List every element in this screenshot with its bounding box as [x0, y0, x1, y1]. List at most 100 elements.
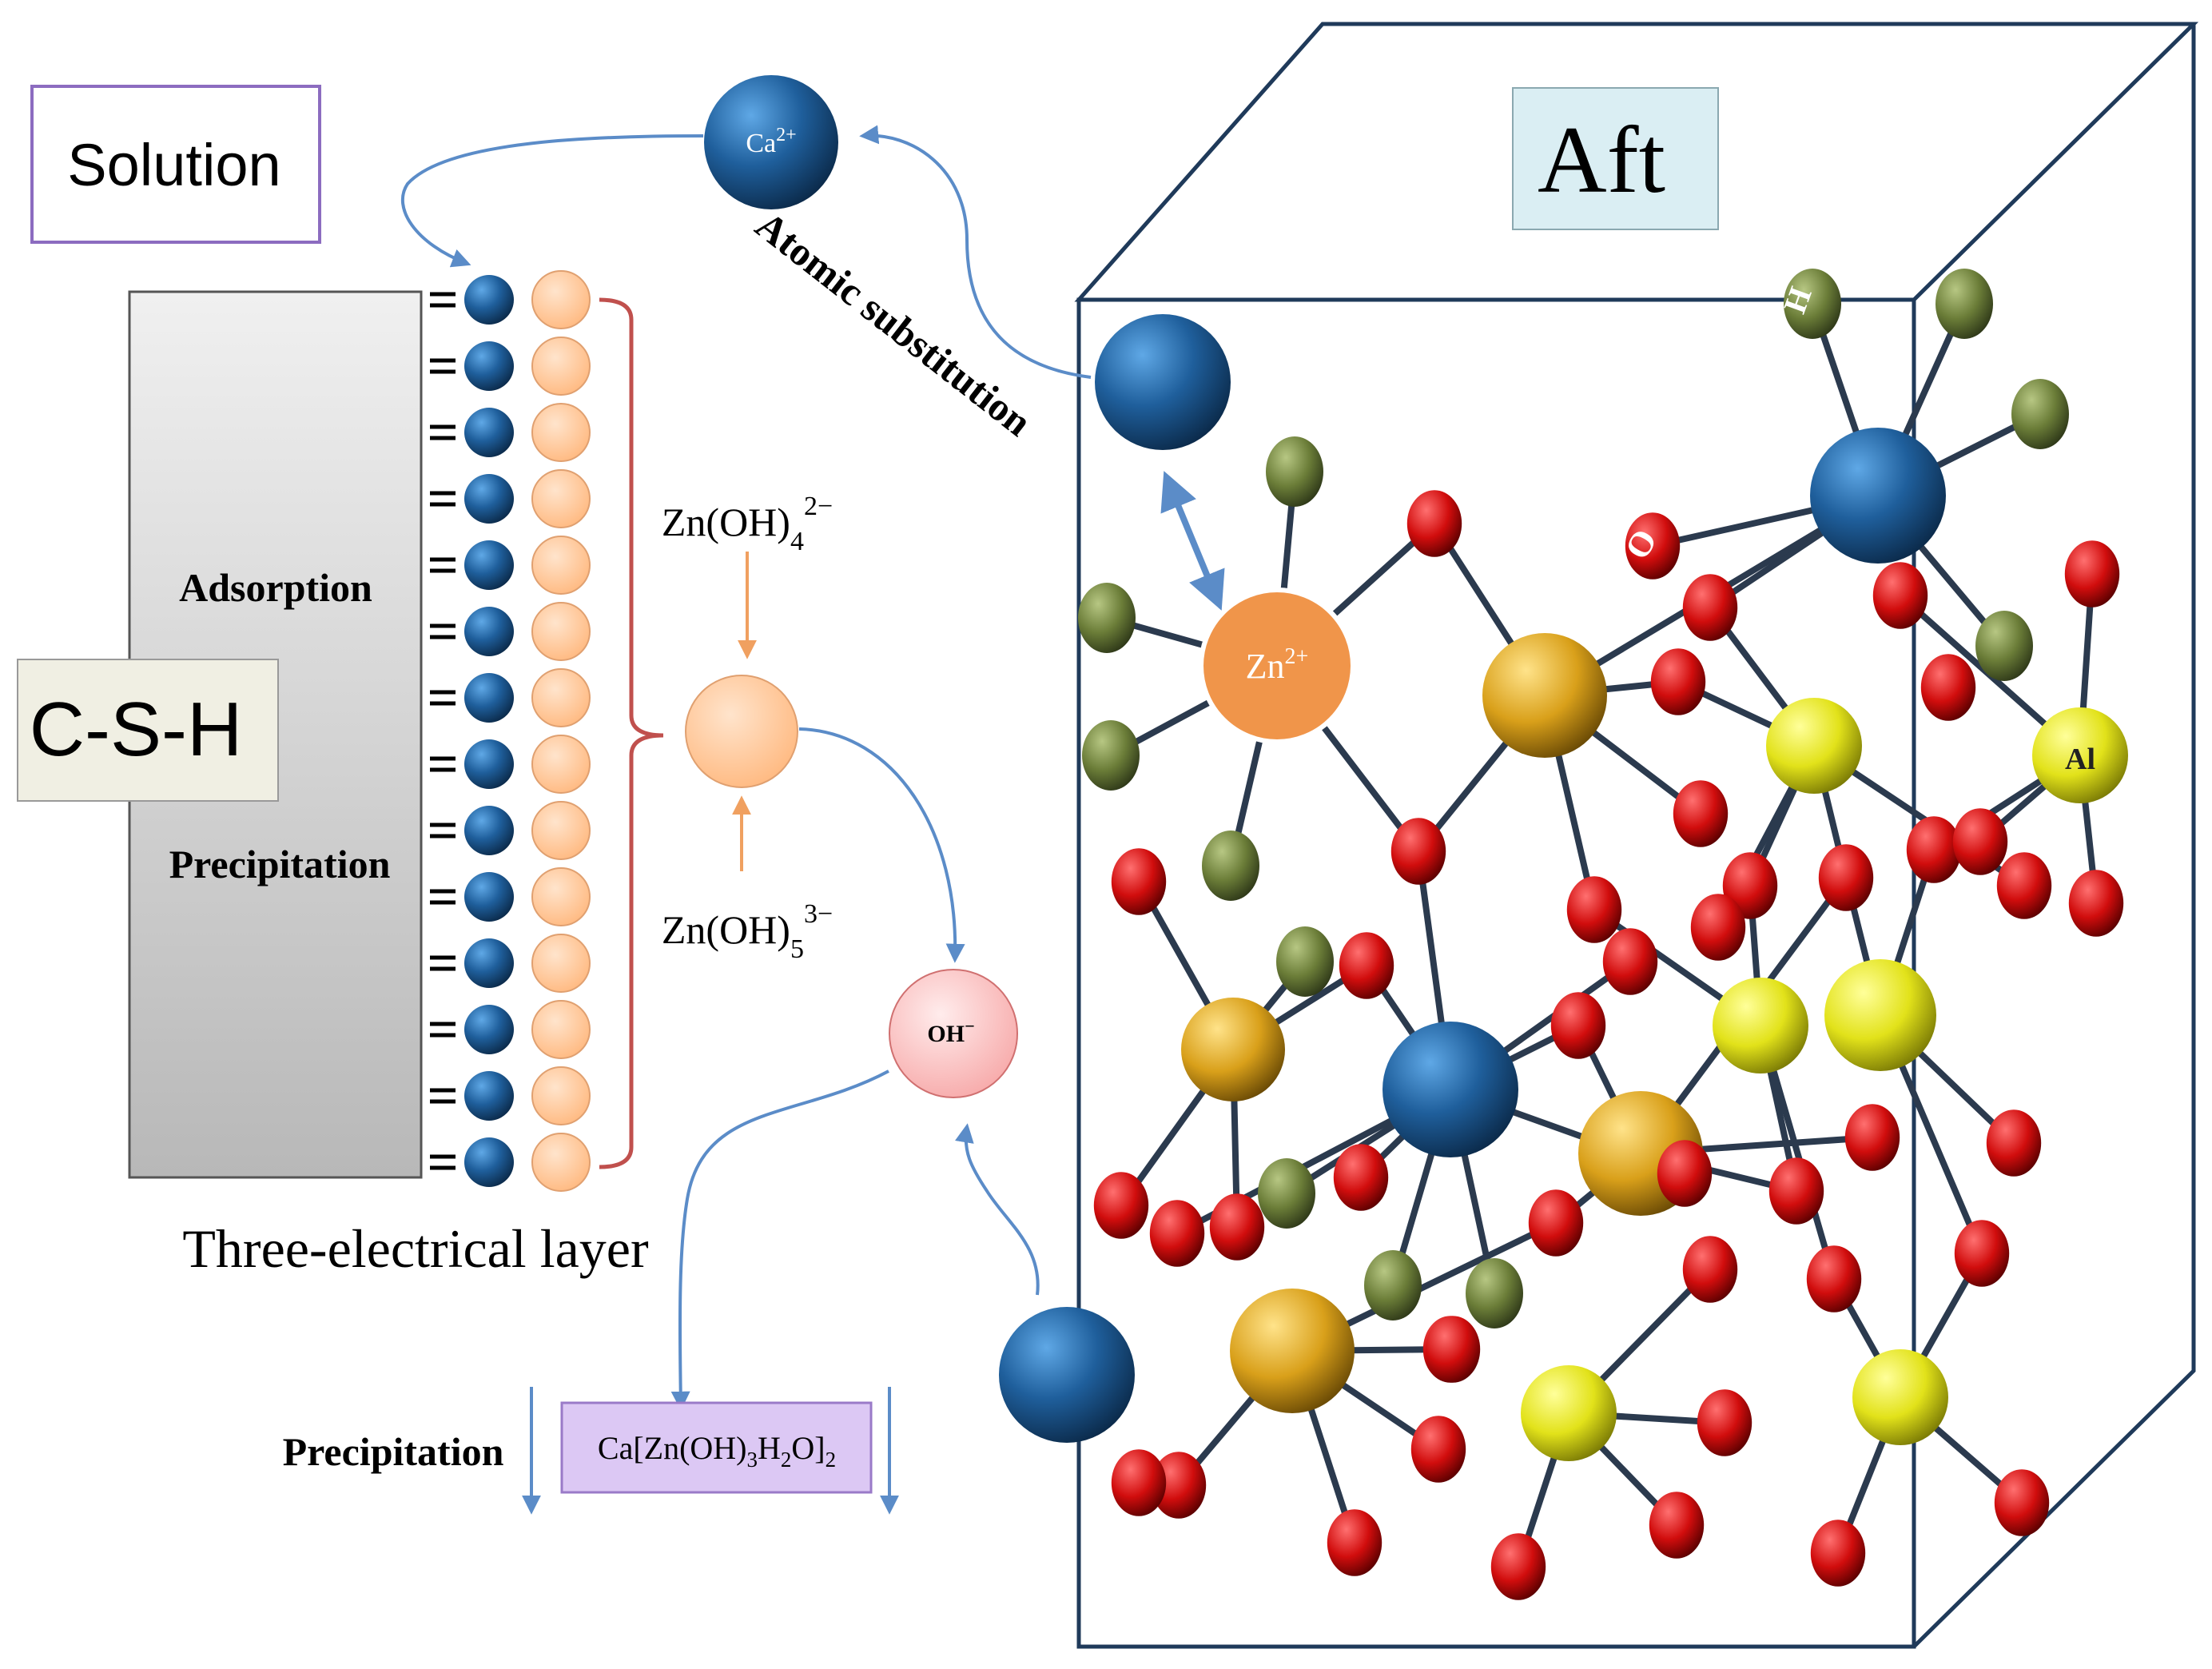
o-atom — [1673, 780, 1729, 847]
o-atom — [1986, 1109, 2042, 1177]
zn-layer-ion — [531, 270, 591, 329]
al-atom — [1766, 698, 1862, 794]
o-atom — [1149, 1200, 1205, 1267]
o-atom — [1810, 1520, 1866, 1587]
product-formula: Ca[Zn(OH)3H2O]2 — [598, 1430, 836, 1472]
h-atom — [1202, 831, 1259, 901]
aft-label: Aft — [1512, 87, 1719, 230]
ca-layer-ion — [464, 408, 514, 457]
ca-layer-ion — [464, 341, 514, 391]
o-atom — [1339, 932, 1394, 999]
zn-oh4-label: Zn(OH)42− — [662, 492, 833, 556]
ca-ion — [704, 75, 838, 209]
o-atom — [1682, 1236, 1738, 1303]
h-atom — [1364, 1250, 1422, 1320]
o-atom — [1690, 894, 1746, 961]
o-atom — [1566, 876, 1622, 943]
ca-layer-ion — [464, 1137, 514, 1187]
csh-label: C-S-H — [17, 659, 279, 802]
h-atom — [1078, 583, 1136, 653]
oh-ion — [889, 969, 1018, 1098]
o-atom — [1528, 1189, 1584, 1257]
o-atom — [1768, 1157, 1824, 1225]
al-atom — [2032, 707, 2128, 803]
o-atom — [1952, 808, 2008, 875]
ca-atom — [999, 1307, 1135, 1443]
o-atom — [1111, 848, 1167, 915]
h-atom — [1975, 611, 2033, 681]
three-layer-label: Three-electrical layer — [182, 1218, 649, 1279]
h-atom — [1784, 269, 1841, 339]
o-atom — [1697, 1389, 1752, 1456]
o-atom — [1994, 1469, 2050, 1536]
o-atom — [1602, 928, 1658, 995]
h-atom — [1466, 1258, 1523, 1328]
o-atom — [1872, 562, 1928, 629]
product-box — [560, 1401, 873, 1494]
svg-text:Solution: Solution — [67, 132, 280, 198]
s-atom — [1181, 998, 1285, 1101]
h-atom — [1936, 269, 1993, 339]
solution-label: Solution — [30, 85, 321, 244]
zn-layer-ion — [531, 1133, 591, 1192]
oh-label: OH− — [927, 1016, 974, 1047]
o-atom — [1625, 512, 1681, 580]
o-atom — [1327, 1509, 1382, 1576]
ca-layer-ion — [464, 1005, 514, 1054]
h-atom — [1258, 1158, 1315, 1229]
adsorption-label: Adsorption — [179, 565, 372, 610]
o-atom — [1410, 1416, 1466, 1483]
o-atom — [1996, 852, 2052, 919]
o-atom — [2064, 540, 2120, 607]
o-atom — [1818, 844, 1874, 911]
h-atom — [1276, 926, 1334, 997]
o-atom — [1111, 1449, 1167, 1516]
svg-text:Aft: Aft — [1538, 106, 1665, 213]
aft-atoms — [999, 269, 2128, 1600]
o-atom — [1649, 1492, 1705, 1559]
zn-complex-ion — [685, 675, 798, 788]
o-atom — [1682, 574, 1738, 641]
s-atom — [1230, 1289, 1355, 1413]
o-atom — [1954, 1220, 2010, 1287]
zn-ion — [1199, 588, 1355, 744]
o-atom — [1333, 1144, 1389, 1211]
zn-layer-ion — [531, 337, 591, 396]
o-atom — [1920, 654, 1976, 721]
ca-layer-ion — [464, 1071, 514, 1121]
ca-layer-ion — [464, 474, 514, 524]
al-atom — [1852, 1349, 1948, 1445]
zn-layer-ion — [531, 668, 591, 727]
oh-to-product-arrow — [670, 1070, 889, 1411]
ca-to-layer-arrow — [400, 134, 704, 268]
zn-layer-ion — [531, 469, 591, 528]
zn-layer-ion — [531, 934, 591, 993]
ca-layer-ion — [464, 806, 514, 855]
zn-layer-ion — [531, 536, 591, 595]
h-atom — [1082, 720, 1140, 791]
layer-bracket — [599, 297, 664, 1169]
al-atom — [1824, 959, 1936, 1071]
o-atom — [1722, 852, 1778, 919]
al-atom — [1521, 1365, 1617, 1461]
atomic-substitution-label: Atomic substitution — [747, 202, 1040, 444]
substitution-arrow — [859, 125, 1092, 379]
al-atom-label: Al — [2065, 743, 2095, 776]
three-electrical-layer — [430, 270, 591, 1192]
ca-layer-ion — [464, 739, 514, 789]
o-atom — [1490, 1533, 1546, 1600]
o-atom — [1390, 818, 1446, 885]
precipitation-bottom-label: Precipitation — [283, 1429, 504, 1474]
ca-layer-ion — [464, 275, 514, 325]
zn-layer-ion — [531, 602, 591, 661]
zn-layer-ion — [531, 867, 591, 926]
zn-layer-ion — [531, 801, 591, 860]
zn-layer-ion — [531, 403, 591, 462]
svg-text:C-S-H: C-S-H — [30, 687, 243, 772]
ca-layer-ion — [464, 872, 514, 922]
h-atom — [2011, 379, 2069, 449]
ca-to-oh-arrow — [955, 1123, 1040, 1296]
zn-label: Zn2+ — [1246, 644, 1309, 686]
o-atom — [1406, 490, 1462, 557]
